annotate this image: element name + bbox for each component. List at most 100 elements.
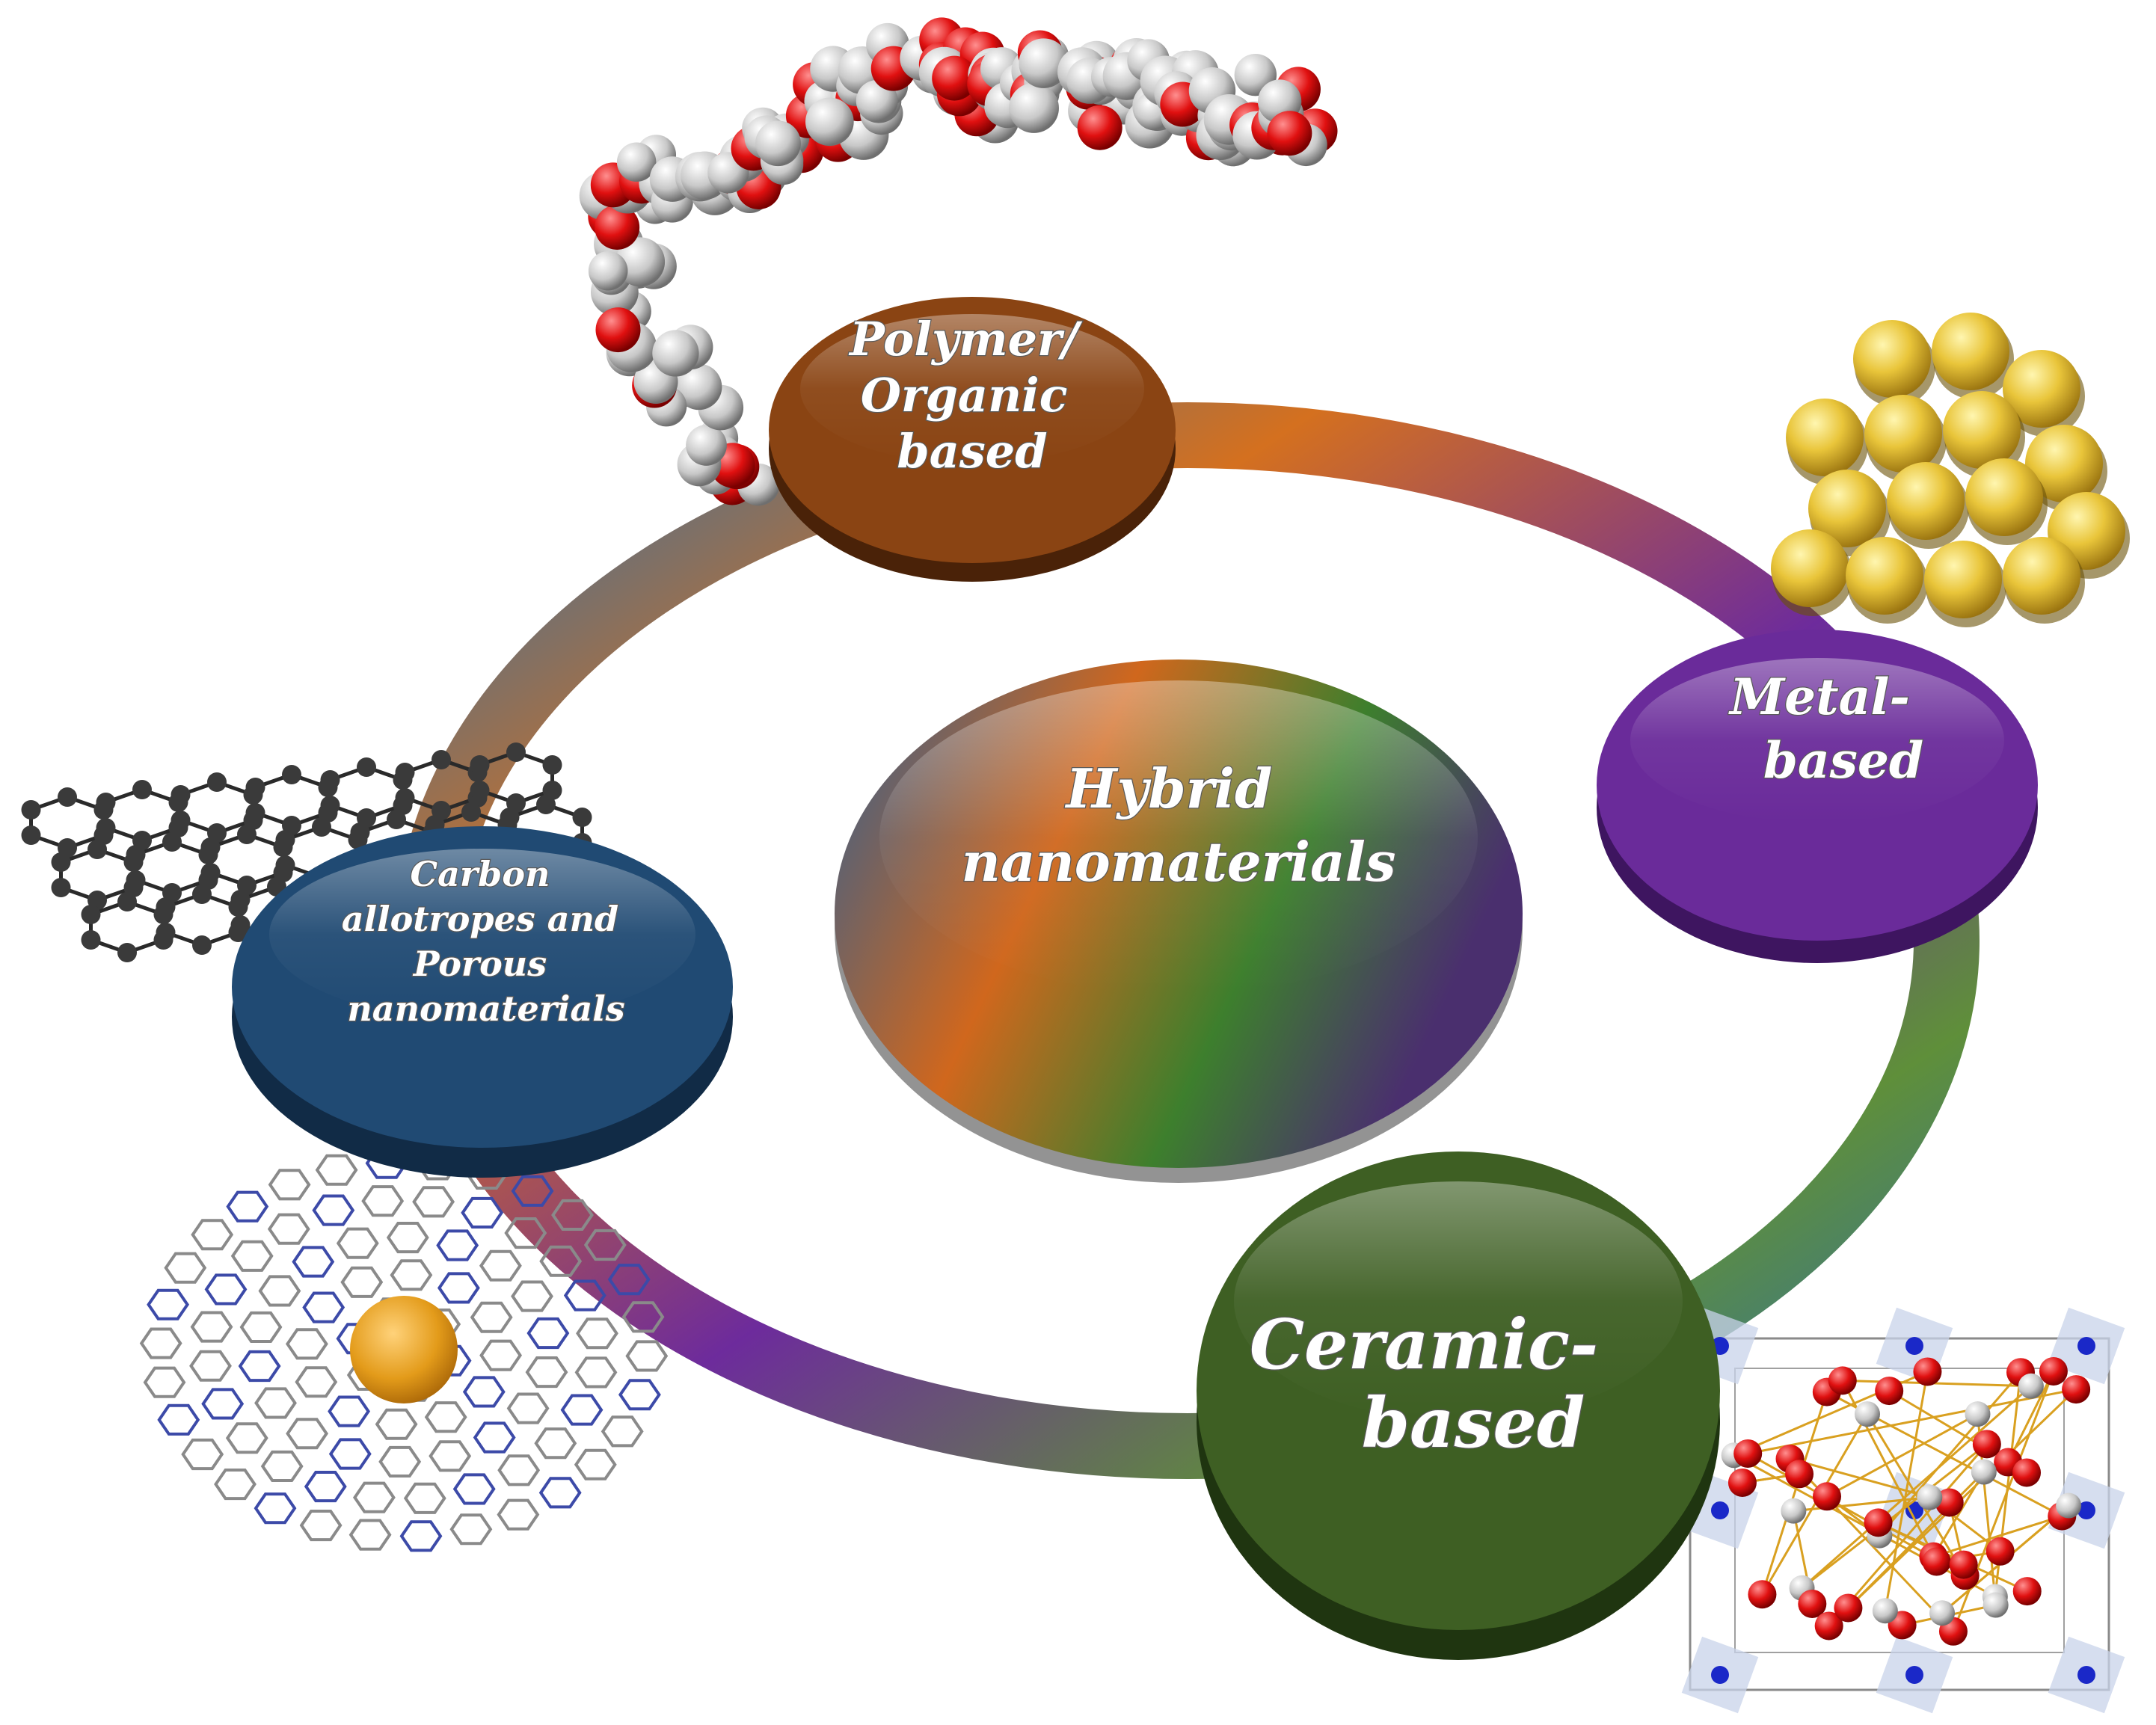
framework-linker (479, 1249, 522, 1282)
framework-linker (191, 1219, 234, 1251)
carbon-atom (470, 781, 490, 800)
framework-linker (424, 1401, 467, 1433)
metal-atom (1872, 1598, 1898, 1624)
carbon-atom (117, 892, 137, 911)
carbon-atom (312, 817, 331, 837)
carbon-atom (81, 905, 101, 924)
framework-linker (304, 1471, 347, 1503)
oxygen-atom (1913, 1357, 1942, 1386)
oxygen-atom (932, 55, 977, 101)
gold-sphere (1846, 537, 1923, 615)
framework-linker (315, 1154, 358, 1186)
framework-linker (607, 1264, 651, 1296)
ceramic-label-line-1: Ceramic- (1250, 1304, 1598, 1385)
center-label: Hybrid nanomaterials (961, 757, 1395, 894)
cation-atom (1905, 1337, 1923, 1355)
carbon-label: Carbon allotropes and Porous nanomateria… (342, 854, 630, 1029)
framework-linker (473, 1421, 516, 1454)
framework-linker (226, 1190, 269, 1223)
framework-linker (285, 1328, 328, 1360)
framework-linker (625, 1340, 669, 1372)
metal-atom (2056, 1492, 2082, 1519)
oxygen-atom (2012, 1577, 2042, 1606)
metal-label: Metal- based (1728, 668, 1927, 790)
framework-linker (511, 1175, 554, 1207)
gold-sphere (2003, 537, 2080, 615)
oxygen-atom (2039, 1356, 2068, 1386)
framework-linker (190, 1311, 233, 1343)
carbon-atom (500, 808, 520, 827)
oxygen-atom (1727, 1468, 1757, 1497)
carbon-hydrogen-atom (856, 79, 898, 122)
polymer-label: Polymer/ Organic based (848, 312, 1095, 479)
framework-linker (340, 1266, 384, 1298)
polymer-chain-illustration (579, 17, 1338, 506)
lattice-bond (1932, 1515, 2063, 1558)
carbon-atom (230, 890, 251, 909)
lattice-bond (1793, 1496, 1930, 1513)
gold-sphere (1943, 391, 2021, 469)
framework-linker (601, 1415, 644, 1448)
framework-linker (386, 1222, 429, 1254)
framework-linker (538, 1477, 582, 1509)
carbon-hydrogen-atom (1009, 82, 1059, 133)
cation-atom (2077, 1337, 2095, 1355)
carbon-atom (461, 802, 481, 822)
oxygen-atom (1972, 1430, 2001, 1459)
framework-linker (139, 1327, 182, 1359)
carbon-atom (542, 755, 562, 775)
oxygen-atom (1814, 1611, 1843, 1641)
framework-linker (299, 1510, 343, 1542)
framework-linker (328, 1438, 372, 1470)
carbon-label-line-4: nanomaterials (347, 988, 624, 1029)
oxygen-atom (2012, 1458, 2042, 1487)
framework-linker (147, 1288, 190, 1320)
cation-atom (1711, 1666, 1729, 1684)
carbon-atom (572, 808, 592, 827)
carbon-atom (431, 750, 451, 769)
framework-linker (461, 1196, 504, 1229)
framework-linker (361, 1185, 405, 1217)
carbon-atom (350, 822, 370, 842)
metal-disc: Metal- based (1597, 630, 2038, 963)
oxygen-atom (1864, 1508, 1893, 1537)
metal-label-line-2: based (1763, 731, 1923, 790)
gold-sphere (1771, 529, 1849, 607)
framework-linker (525, 1356, 568, 1389)
oxygen-atom (1798, 1589, 1827, 1618)
metal-sphere-cluster-illustration (1771, 313, 2130, 627)
carbon-atom (87, 840, 107, 859)
oxygen-atom (1813, 1482, 1842, 1511)
framework-linker (238, 1350, 281, 1383)
framework-linker (511, 1280, 553, 1312)
framework-linker (526, 1317, 570, 1350)
carbon-atom (58, 787, 77, 807)
framework-linker (260, 1450, 304, 1482)
framework-linker (390, 1259, 433, 1291)
cation-atom (2077, 1666, 2095, 1684)
carbon-atom (171, 811, 191, 830)
framework-linker (230, 1240, 274, 1272)
gold-sphere (1786, 399, 1864, 476)
carbon-atom (96, 818, 116, 837)
framework-linker (452, 1473, 496, 1505)
oxygen-atom (1875, 1377, 1904, 1406)
ceramic-label: Ceramic- based (1250, 1304, 1622, 1463)
ceramic-label-line-2: based (1362, 1383, 1585, 1463)
framework-linker (292, 1246, 335, 1278)
framework-linker (312, 1194, 355, 1226)
oxygen-atom (2062, 1375, 2091, 1404)
framework-linker (375, 1408, 418, 1440)
oxygen-atom (1748, 1580, 1777, 1609)
carbon-atom (320, 770, 340, 790)
framework-linker (258, 1275, 301, 1307)
carbon-atom (207, 772, 227, 792)
framework-linker (254, 1387, 297, 1419)
oxygen-atom (1828, 1366, 1857, 1395)
framework-linker (436, 1229, 479, 1261)
lattice-bond (1828, 1443, 1988, 1627)
framework-linker (539, 1245, 583, 1277)
metal-atom (1971, 1459, 1997, 1485)
framework-linker (479, 1339, 523, 1371)
carbon-atom (192, 885, 212, 904)
